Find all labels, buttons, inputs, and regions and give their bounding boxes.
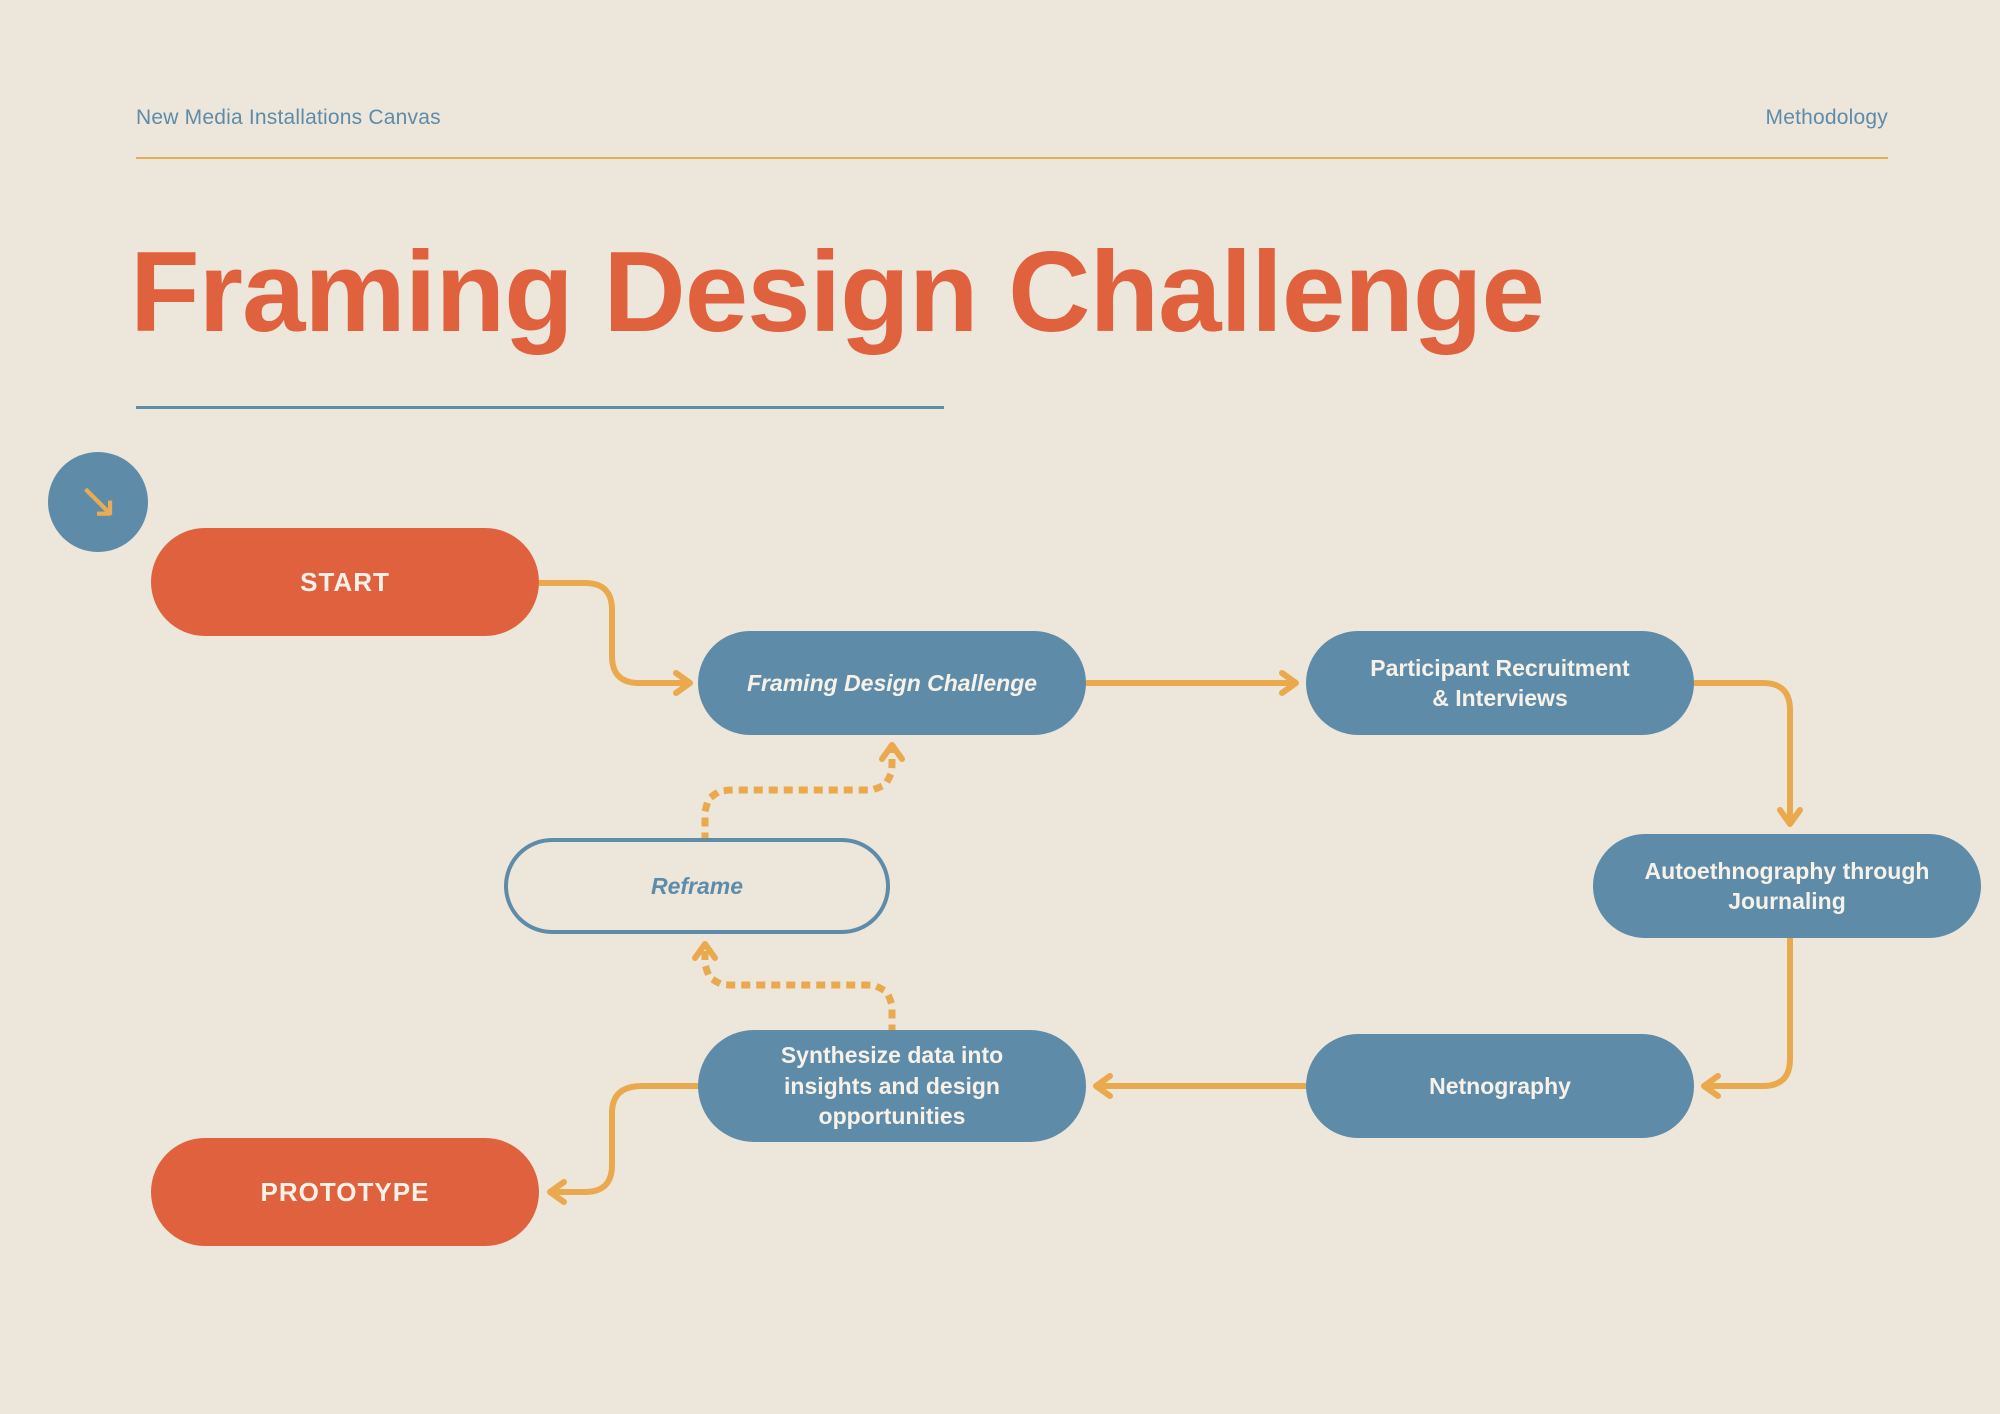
connector-recruitment-to-autoethnography xyxy=(1694,680,1803,827)
corner-arrow-badge: ↘ xyxy=(48,452,148,552)
node-reframe: Reframe xyxy=(504,838,890,934)
node-start: START xyxy=(151,528,539,636)
node-autoethnography-label: Autoethnography through Journaling xyxy=(1644,857,1930,914)
node-framing-label: Framing Design Challenge xyxy=(746,669,1038,696)
arrow-down-right-icon: ↘ xyxy=(77,472,119,528)
connector-synthesize-to-reframe-dotted xyxy=(692,940,896,1034)
header-divider xyxy=(136,157,1888,159)
node-synthesize-label: Synthesize data into insights and design… xyxy=(780,1042,1004,1130)
header-left-label: New Media Installations Canvas xyxy=(136,106,441,129)
node-prototype-label: PROTOTYPE xyxy=(260,1176,430,1207)
title-divider xyxy=(136,406,944,409)
connector-start-to-framing xyxy=(539,580,693,696)
node-autoethnography: Autoethnography through Journaling xyxy=(1593,834,1981,938)
node-framing-design-challenge: Framing Design Challenge xyxy=(698,631,1086,735)
node-reframe-label: Reframe xyxy=(650,872,744,899)
node-recruitment-label: Participant Recruitment & Interviews xyxy=(1370,654,1630,711)
header-right-label: Methodology xyxy=(1765,106,1888,129)
connector-autoethnography-to-netnography xyxy=(1701,938,1793,1099)
node-start-label: START xyxy=(300,566,390,597)
page-title: Framing Design Challenge xyxy=(130,229,1545,356)
node-netnography-label: Netnography xyxy=(1429,1072,1571,1099)
node-participant-recruitment: Participant Recruitment & Interviews xyxy=(1306,631,1694,735)
connector-reframe-to-framing-dotted xyxy=(701,741,905,842)
node-netnography: Netnography xyxy=(1306,1034,1694,1138)
node-prototype: PROTOTYPE xyxy=(151,1138,539,1246)
node-synthesize: Synthesize data into insights and design… xyxy=(698,1030,1086,1142)
connector-synthesize-to-prototype xyxy=(547,1083,698,1205)
